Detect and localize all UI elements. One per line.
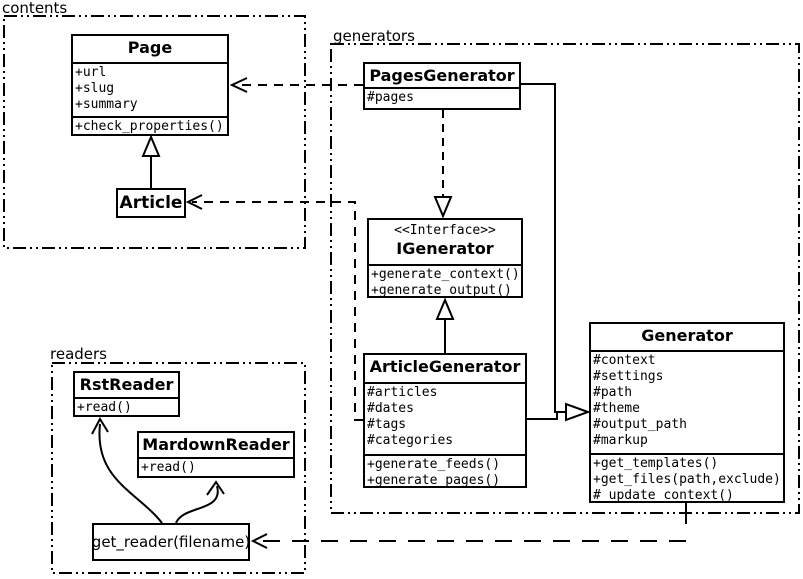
class-articlegenerator-methods: +generate_feeds() +generate_pages() (365, 454, 525, 492)
realization-triangle-igenerator (433, 196, 453, 219)
class-member: +generate_pages() (367, 473, 501, 488)
class-member: +url (75, 65, 107, 80)
package-frame-readers (51, 362, 306, 574)
class-member: #_update_context() (593, 488, 734, 503)
package-frame-contents (3, 15, 306, 249)
class-mardownreader-name: MardownReader (142, 435, 290, 454)
open-arrowhead-getreader (250, 533, 268, 549)
dependency-articlegenerator-article-line (192, 201, 363, 421)
function-get-reader-label: get_reader(filename) (91, 533, 251, 551)
class-mardownreader: MardownReader +read() (137, 431, 295, 478)
open-arrowhead-rstreader (91, 416, 109, 435)
class-mardownreader-methods: +read() (139, 457, 293, 480)
class-member: +check_properties() (75, 119, 224, 134)
class-igenerator: <<Interface>> IGenerator +generate_conte… (367, 218, 523, 298)
class-igenerator-methods: +generate_context() +generate_output() (369, 264, 521, 301)
class-generator: Generator #context #settings #path #them… (589, 322, 785, 503)
class-rstreader-name: RstReader (79, 375, 174, 394)
class-page-name: Page (127, 38, 173, 57)
class-article-name: Article (119, 193, 183, 213)
generalization-triangle-igenerator (435, 297, 455, 320)
class-pagesgenerator: PagesGenerator #pages (363, 62, 521, 110)
generalization-triangle-page (141, 134, 161, 157)
function-get-reader: get_reader(filename) (92, 523, 250, 561)
class-member: #theme (593, 401, 640, 416)
class-member: #markup (593, 433, 648, 448)
generalization-articlegenerator-generator-line (527, 412, 558, 420)
class-page-attributes: +url +slug +summary (73, 62, 227, 116)
class-member: +get_files(path,exclude) (593, 472, 781, 487)
class-member: #path (593, 385, 633, 400)
class-articlegenerator-name: ArticleGenerator (369, 357, 521, 376)
class-member: #output_path (593, 417, 687, 432)
class-pagesgenerator-attributes: #pages (365, 87, 519, 112)
class-member: +slug (75, 81, 115, 96)
class-generator-attributes: #context #settings #path #theme #output_… (591, 350, 783, 453)
class-generator-methods: +get_templates() +get_files(path,exclude… (591, 453, 783, 507)
generalization-triangle-generator (565, 402, 591, 422)
class-member: +read() (77, 400, 132, 415)
class-member: #dates (367, 401, 414, 416)
curve-getreader-rstreader (98, 423, 163, 524)
generalization-pagesgenerator-generator-line (520, 83, 566, 413)
class-page: Page +url +slug +summary +check_properti… (71, 34, 229, 136)
class-page-methods: +check_properties() (73, 116, 227, 140)
package-label-readers: readers (50, 345, 107, 363)
class-pagesgenerator-name: PagesGenerator (369, 66, 515, 85)
package-label-contents: contents (2, 0, 68, 17)
class-member: +read() (141, 460, 196, 475)
class-articlegenerator: ArticleGenerator #articles #dates #tags … (363, 353, 527, 488)
class-member: +generate_context() (371, 267, 520, 282)
curve-getreader-mardownreader (175, 485, 219, 524)
class-member: +generate_output() (371, 283, 512, 298)
open-arrowhead-page (229, 77, 248, 93)
class-igenerator-name: IGenerator (396, 239, 494, 258)
class-member: #pages (367, 90, 414, 105)
class-member: #categories (367, 433, 454, 448)
class-igenerator-stereotype: <<Interface>> (394, 223, 496, 238)
class-member: #settings (593, 369, 664, 384)
class-member: +generate_feeds() (367, 457, 501, 472)
class-articlegenerator-attributes: #articles #dates #tags #categories (365, 382, 525, 454)
open-arrowhead-article (185, 194, 203, 210)
package-frame-generators (330, 43, 800, 514)
class-article: Article (116, 188, 186, 218)
class-rstreader-methods: +read() (75, 397, 178, 419)
open-arrowhead-mardownreader (206, 480, 225, 496)
class-generator-name: Generator (641, 326, 733, 345)
class-igenerator-header: <<Interface>> IGenerator (369, 220, 521, 264)
class-member: #tags (367, 417, 407, 432)
class-member: #articles (367, 385, 438, 400)
package-label-generators: generators (333, 27, 415, 45)
class-member: +get_templates() (593, 456, 719, 471)
class-member: #context (593, 353, 656, 368)
class-rstreader: RstReader +read() (73, 371, 180, 417)
class-member: +summary (75, 97, 138, 112)
